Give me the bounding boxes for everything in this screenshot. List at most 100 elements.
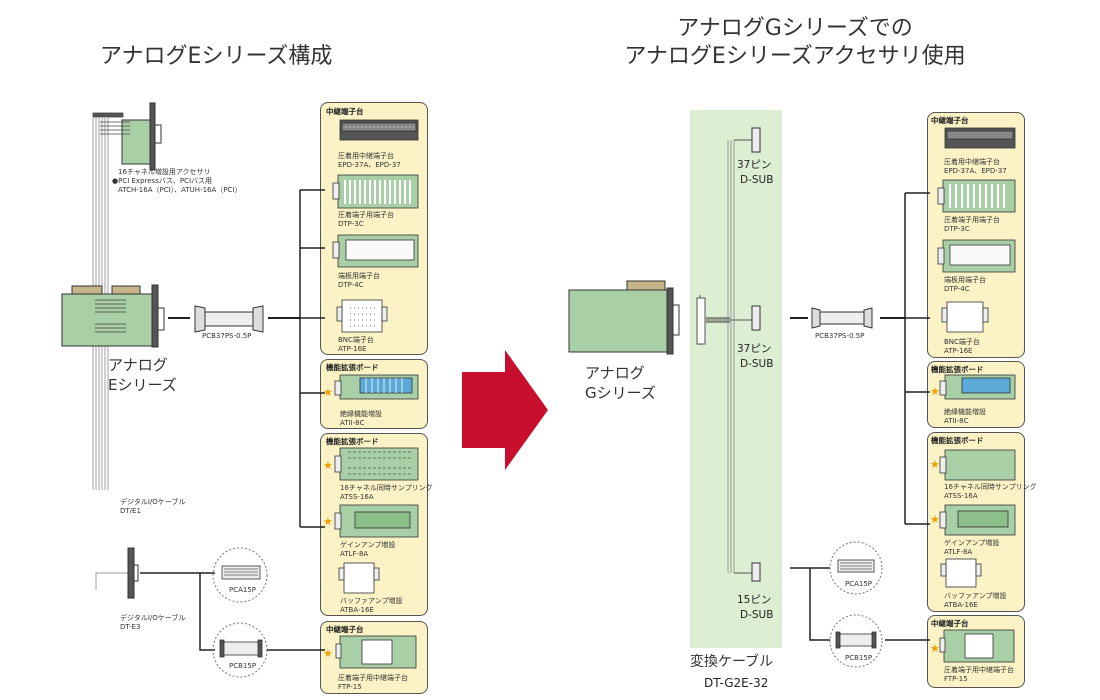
- epd-label-right-2: EPD-37A、EPD-37: [944, 167, 1007, 175]
- dio-cable-2-line2: DT-E3: [120, 623, 141, 631]
- ext1-head-right: 機能拡張ボード: [931, 365, 984, 374]
- atlf-label-left-2: ATLF-8A: [340, 550, 369, 558]
- atii-8c-left: [334, 374, 419, 400]
- dtp-3c-left: [332, 174, 419, 209]
- atp-label-left-1: BNC端子台: [338, 336, 374, 344]
- device-e-series: [61, 284, 165, 348]
- device-e-label-1: アナログ: [108, 356, 168, 374]
- atss-16a-right: [939, 449, 1016, 481]
- conn2-line1: 37ピン: [737, 343, 772, 355]
- atss-label-left-2: ATSS-16A: [340, 493, 374, 501]
- conv-cable-line2: DT-G2E-32: [704, 676, 769, 690]
- atii-label-left-2: ATII-8C: [340, 419, 365, 427]
- atii-label-right-2: ATII-8C: [944, 417, 969, 425]
- atii-8c-right: [939, 374, 1016, 400]
- left-title: アナログEシリーズ構成: [100, 44, 333, 69]
- star-icon: ★: [323, 386, 333, 399]
- relay-head-right: 中継端子台: [931, 116, 969, 125]
- epd-label-left-2: EPD-37A、EPD-37: [338, 161, 401, 169]
- star-icon: ★: [930, 458, 940, 471]
- expansion-label-1: 16チャネル増設用アクセサリ: [118, 168, 211, 176]
- star-icon: ★: [930, 513, 940, 526]
- expansion-label-2: ●PCI Expressバス、PCIバス用: [112, 177, 213, 185]
- atlf-label-left-1: ゲインアンプ増設: [340, 541, 396, 549]
- pca-pcb-left-shapes: [219, 565, 263, 658]
- ext2-head-right: 機能拡張ボード: [931, 436, 984, 445]
- star-icon: ★: [930, 642, 940, 655]
- ftp-label-left-2: FTP-15: [338, 683, 362, 691]
- ftp-label-right-1: 圧着端子用中継端子台: [944, 666, 1014, 674]
- pca15p-label-right: PCA15P: [845, 580, 873, 588]
- ftp-label-left-1: 圧着端子用中継端子台: [338, 674, 408, 682]
- atba-label-right-1: バッファアンプ増設: [944, 592, 1007, 600]
- device-g-series: [568, 280, 680, 355]
- atp-label-left-2: ATP-16E: [338, 345, 367, 353]
- atii-label-left-1: 絶縁機能増設: [340, 410, 382, 418]
- conv-cable-line1: 変換ケーブル: [690, 654, 774, 670]
- dtp3c-label-right-1: 圧着端子用端子台: [944, 216, 1000, 224]
- atp-label-right-2: ATP-16E: [944, 347, 973, 355]
- atba-label-left-1: バッファアンプ増設: [340, 597, 403, 605]
- dtp4c-label-right-2: DTP-4C: [944, 285, 970, 293]
- conversion-cable: [696, 139, 752, 574]
- atp-16e-left: [336, 299, 388, 333]
- conversion-cable-area: [690, 110, 782, 648]
- device-g-label-2: Gシリーズ: [585, 384, 656, 402]
- pcb37-cable-right-shape: [811, 307, 873, 329]
- transition-arrow: [462, 350, 548, 470]
- dtp4c-label-right-1: 端板用端子台: [944, 276, 986, 284]
- conn2-line2: D-SUB: [740, 358, 774, 370]
- pcb37-label-left: PCB37PS-0.5P: [202, 332, 252, 340]
- atlf-label-right-1: ゲインアンプ増設: [944, 539, 1000, 547]
- pca-pcb-circles-right: [829, 541, 883, 668]
- dio-cable-1-line2: DT/E1: [120, 507, 141, 515]
- ftp-15-left: [335, 635, 417, 669]
- atss-label-right-2: ATSS-16A: [944, 492, 978, 500]
- pca15p-label-left: PCA15P: [229, 586, 257, 594]
- left-relay-bus: [140, 572, 215, 651]
- pca-pcb-right-shapes: [835, 559, 877, 649]
- conn3-line1: 15ピン: [737, 594, 772, 606]
- expansion-board: [121, 102, 162, 171]
- atii-label-right-1: 絶縁機能増設: [944, 408, 986, 416]
- star-icon: ★: [323, 459, 333, 472]
- atp-label-right-1: BNC端子台: [944, 338, 980, 346]
- pcb37-label-right: PCB37PS-0.5P: [815, 332, 865, 340]
- epd-37-right: [944, 127, 1016, 149]
- left-bus: [299, 189, 325, 528]
- relay2-head-left: 中継端子台: [326, 625, 364, 634]
- pcb37-cable-left-shape: [194, 305, 264, 333]
- epd-label-right-1: 圧着用中継端子台: [944, 158, 1000, 166]
- ftp-label-right-2: FTP-15: [944, 675, 968, 683]
- conn1-line2: D-SUB: [740, 174, 774, 186]
- conn3-line2: D-SUB: [740, 609, 774, 621]
- pcb15p-label-left: PCB15P: [229, 662, 257, 670]
- dio-cable-2-line1: デジタルI/Oケーブル: [120, 614, 186, 622]
- dtp-3c-right: [937, 179, 1016, 213]
- conversion-connectors: [751, 127, 761, 582]
- ext1-head-left: 機能拡張ボード: [326, 363, 379, 372]
- ext2-head-left: 機能拡張ボード: [326, 437, 379, 446]
- pcb15p-label-right: PCB15P: [845, 654, 873, 662]
- relay-head-left: 中継端子台: [326, 107, 364, 116]
- atba-label-right-2: ATBA-16E: [944, 601, 978, 609]
- relay2-head-right: 中継端子台: [931, 619, 969, 628]
- expansion-label-3: ATCH-16A（PCI）、ATUH-16A（PCI）: [118, 186, 242, 194]
- dtp3c-label-right-2: DTP-3C: [944, 225, 970, 233]
- dio-cable-1-line1: デジタルI/Oケーブル: [120, 498, 186, 506]
- atss-label-left-1: 16チャネル同時サンプリング: [340, 484, 433, 492]
- right-title-line1: アナログGシリーズでの: [677, 16, 913, 41]
- star-icon: ★: [323, 647, 333, 660]
- ribbon-connectors: [92, 112, 130, 135]
- atss-16a-left: [334, 447, 419, 481]
- atba-16e-left: [338, 562, 380, 594]
- star-icon: ★: [930, 385, 940, 398]
- device-e-label-2: Eシリーズ: [108, 376, 177, 394]
- star-icon: ★: [323, 515, 333, 528]
- atlf-label-right-2: ATLF-8A: [944, 548, 973, 556]
- dtp4c-label-left-2: DTP-4C: [338, 281, 364, 289]
- epd-label-left-1: 圧着用中継端子台: [338, 152, 394, 160]
- atlf-8a-right: [939, 504, 1016, 536]
- atp-16e-right: [941, 301, 989, 333]
